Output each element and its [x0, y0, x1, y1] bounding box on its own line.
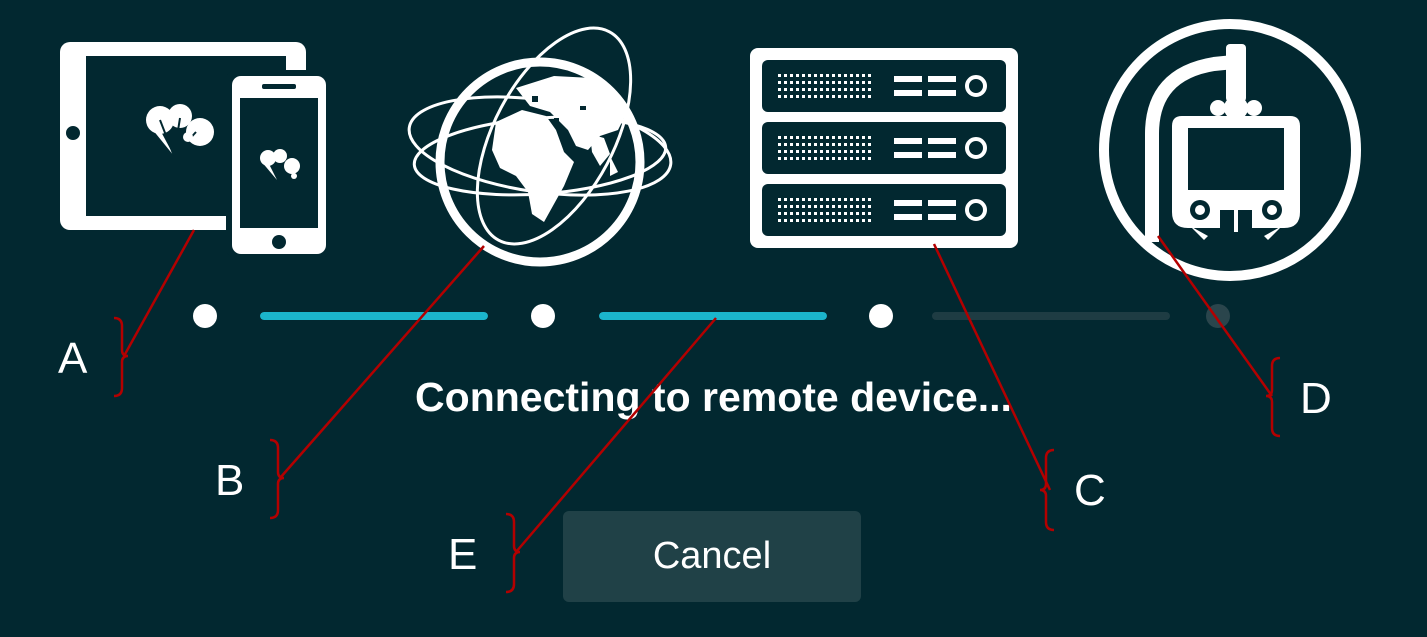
- tablet-phone-icon: [58, 40, 330, 260]
- progress-step-1-dot: [193, 304, 217, 328]
- robot-icon: [1094, 14, 1366, 286]
- callout-brace-e: [505, 512, 521, 594]
- callout-brace-b: [269, 438, 285, 520]
- callout-label-c: C: [1074, 466, 1106, 515]
- progress-step-2-dot: [531, 304, 555, 328]
- callout-label-e: E: [448, 530, 478, 579]
- progress-segment-2-fill: [599, 312, 827, 320]
- callout-label-d: D: [1300, 374, 1332, 423]
- globe-icon: [404, 26, 676, 270]
- callout-brace-c: [1039, 448, 1055, 532]
- callout-label-b: B: [215, 456, 245, 505]
- progress-step-3-dot: [869, 304, 893, 328]
- callout-line-b: [279, 245, 485, 479]
- callout-label-a: A: [58, 334, 88, 383]
- progress-segment-2: [599, 312, 827, 320]
- progress-segment-1: [260, 312, 488, 320]
- progress-segment-1-fill: [260, 312, 488, 320]
- server-rack-icon: [750, 48, 1018, 248]
- cancel-button[interactable]: Cancel: [563, 511, 861, 602]
- progress-segment-3: [932, 312, 1170, 320]
- callout-line-c: [932, 243, 1052, 491]
- progress-step-4-dot: [1206, 304, 1230, 328]
- connection-status-text: Connecting to remote device...: [415, 374, 1012, 420]
